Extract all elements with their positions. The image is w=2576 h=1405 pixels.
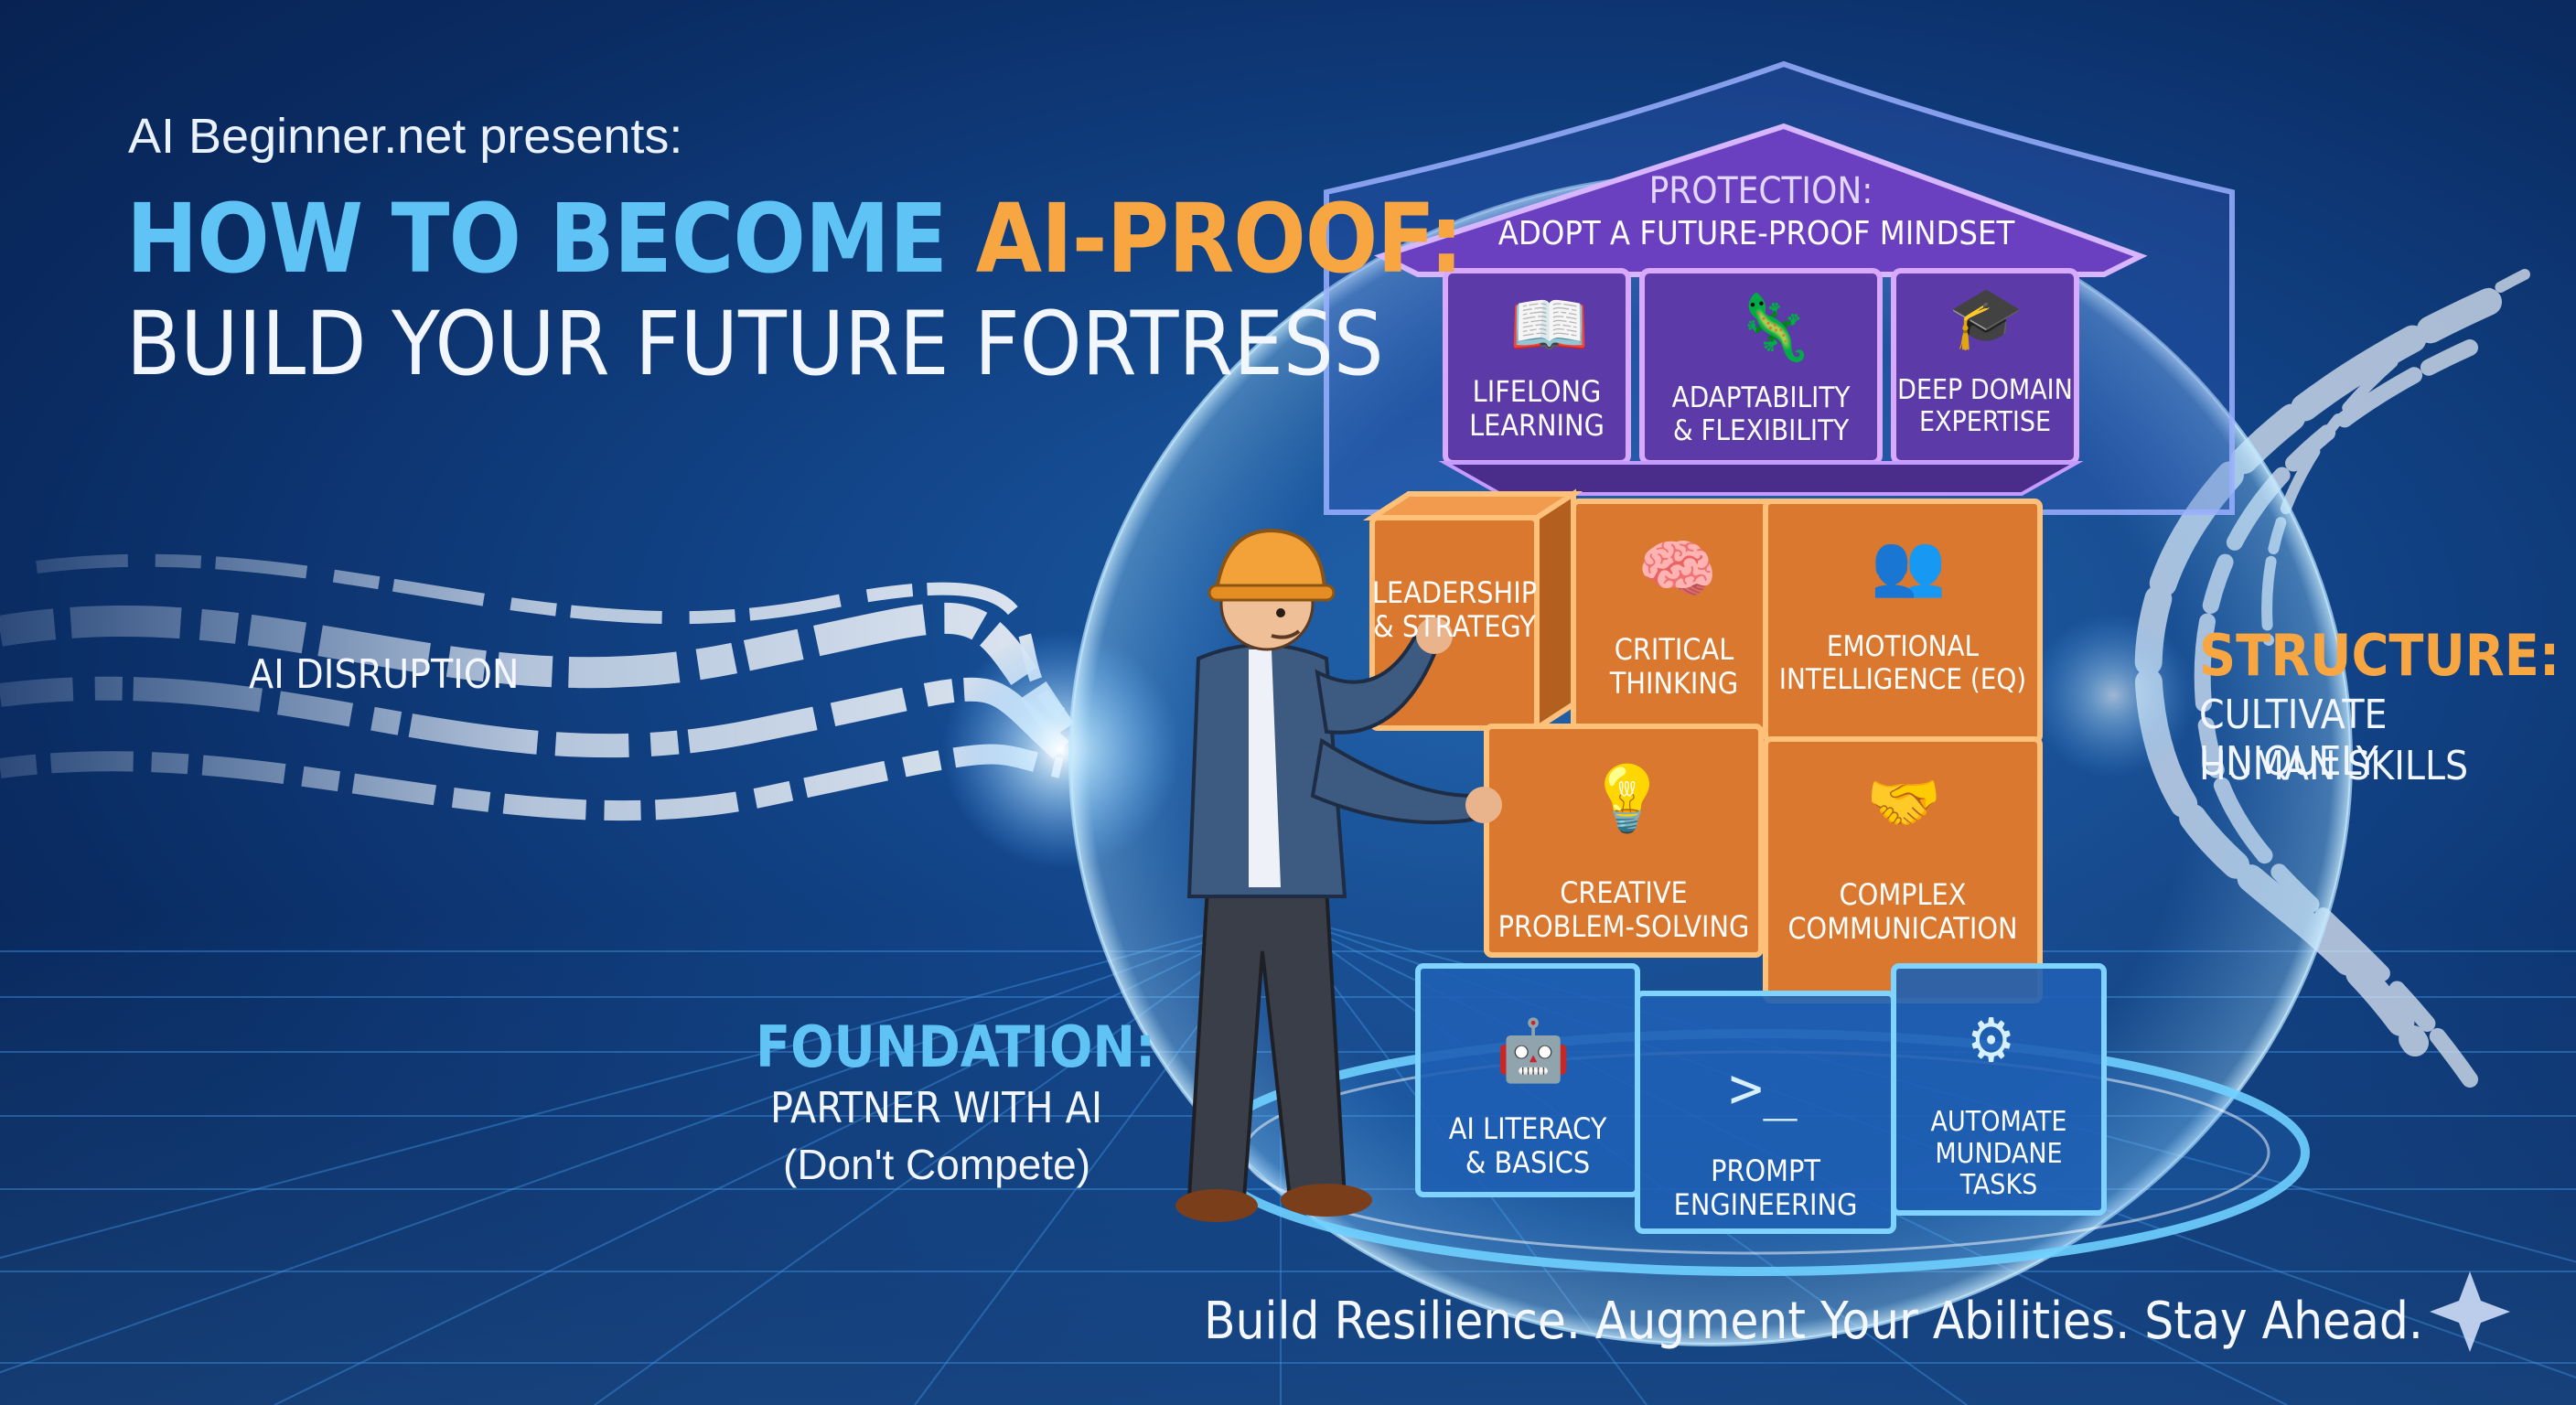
title-accent: AI-PROOF: <box>975 183 1464 295</box>
block-line1: COMPLEX <box>1839 877 1967 912</box>
title-line-2: BUILD YOUR FUTURE FORTRESS <box>126 293 1384 395</box>
block-leadership: LEADERSHIP & STRATEGY <box>1372 576 1537 644</box>
presenter-line: AI Beginner.net presents: <box>128 109 683 164</box>
block-critical-thinking: 🧠 CRITICAL THINKING <box>1573 532 1775 701</box>
foundation-label: FOUNDATION: <box>756 1014 1156 1080</box>
chameleon-icon: 🦎 <box>1733 290 1814 365</box>
protection-text: ADOPT A FUTURE-PROOF MINDSET <box>1497 215 2015 252</box>
worker-illustration <box>1175 528 1502 1222</box>
block-line2: MUNDANE TASKS <box>1935 1137 2063 1201</box>
block-line1: CREATIVE <box>1560 875 1688 910</box>
block-deep-domain: 🎓 DEEP DOMAIN EXPERTISE <box>1894 284 2077 438</box>
block-line1: EMOTIONAL <box>1826 630 1980 663</box>
foundation-line1: PARTNER WITH AI <box>770 1083 1103 1132</box>
block-adaptability: 🦎 ADAPTABILITY & FLEXIBILITY <box>1642 291 1880 447</box>
block-automate-tasks: ⚙ AUTOMATE MUNDANE TASKS <box>1894 1006 2104 1202</box>
brain-magnifier-icon: 🧠 <box>1637 531 1718 606</box>
disruption-wave <box>0 553 1075 821</box>
structure-line2: HUMAN SKILLS <box>2199 743 2469 789</box>
block-line1: AUTOMATE <box>1930 1106 2067 1138</box>
block-prompt-engineering: >_ PROMPT ENGINEERING <box>1637 1056 1894 1222</box>
block-line2: EXPERTISE <box>1918 405 2052 438</box>
block-line1: AI LITERACY <box>1448 1111 1607 1146</box>
block-line1: PROMPT <box>1711 1153 1820 1188</box>
block-line1: DEEP DOMAIN <box>1897 374 2073 406</box>
protection-label: PROTECTION: <box>1648 170 1873 212</box>
book-arrow-icon: 📖 <box>1509 287 1590 362</box>
block-line2: ENGINEERING <box>1673 1186 1858 1222</box>
block-line2: & BASICS <box>1465 1144 1591 1180</box>
people-heart-icon: 👥 <box>1871 530 1947 600</box>
block-line2: THINKING <box>1609 665 1739 701</box>
block-line2: INTELLIGENCE (EQ) <box>1778 662 2027 696</box>
handshake-icon: 🤝 <box>1866 767 1942 838</box>
graduation-gear-icon: 🎓 <box>1948 283 2024 353</box>
robot-icon: 🤖 <box>1496 1015 1572 1086</box>
block-ai-literacy: 🤖 AI LITERACY & BASICS <box>1418 1016 1637 1180</box>
block-line1: LIFELONG <box>1472 374 1602 409</box>
block-line2: COMMUNICATION <box>1787 910 2018 946</box>
block-complex-communication: 🤝 COMPLEX COMMUNICATION <box>1766 768 2040 946</box>
lightbulb-puzzle-icon: 💡 <box>1587 761 1668 836</box>
block-creative-problem-solving: 💡 CREATIVE PROBLEM-SOLVING <box>1487 762 1761 944</box>
disruption-label: AI DISRUPTION <box>249 651 520 698</box>
structure-label: STRUCTURE: <box>2199 622 2560 689</box>
block-line1: ADAPTABILITY <box>1671 381 1851 414</box>
structure-line1: CULTIVATE UNIQUELY <box>2199 692 2388 785</box>
block-line1: LEADERSHIP <box>1372 575 1538 610</box>
title-line-1: HOW TO BECOME AI-PROOF: <box>126 183 1464 295</box>
block-line2: LEARNING <box>1469 407 1605 443</box>
terminal-bubble-icon: >_ <box>1729 1055 1798 1121</box>
block-line2: & STRATEGY <box>1373 608 1536 644</box>
block-line1: CRITICAL <box>1614 632 1734 667</box>
title-text: HOW TO BECOME <box>126 183 976 295</box>
block-lifelong-learning: 📖 LIFELONG LEARNING <box>1445 288 1628 443</box>
gear-icon: ⚙ <box>1967 1005 2016 1076</box>
sparkle-icon <box>2430 1271 2510 1352</box>
slogan: Build Resilience. Augment Your Abilities… <box>1204 1292 2423 1351</box>
foundation-line2: (Don't Compete) <box>783 1141 1091 1188</box>
block-emotional-intelligence: 👥 EMOTIONAL INTELLIGENCE (EQ) <box>1766 531 2040 696</box>
block-line2: & FLEXIBILITY <box>1672 413 1850 447</box>
block-line2: PROBLEM-SOLVING <box>1497 908 1750 944</box>
